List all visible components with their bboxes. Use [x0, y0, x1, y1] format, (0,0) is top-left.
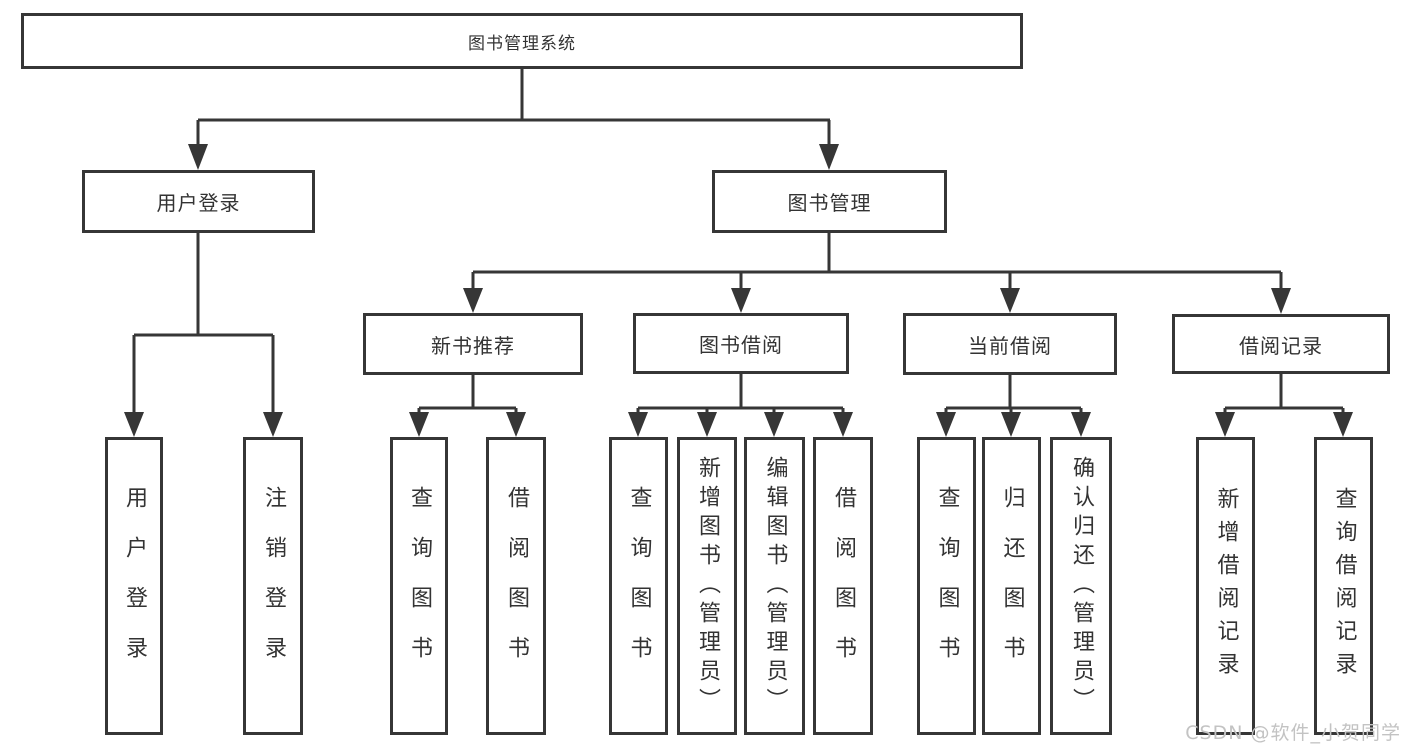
leaf-recommend-query-book-label: 查询图书	[407, 486, 432, 686]
leaf-add-book-admin-label: 新增图书（管理员）	[695, 455, 720, 717]
node-new-book-recommend-label: 新书推荐	[431, 333, 515, 358]
leaf-add-borrow-record: 新增借阅记录	[1196, 437, 1255, 735]
node-current-borrow-label: 当前借阅	[968, 333, 1052, 358]
leaf-borrow-query-book-label: 查询图书	[626, 486, 652, 686]
leaf-add-book-admin: 新增图书（管理员）	[677, 437, 737, 735]
leaf-recommend-borrow-book-label: 借阅图书	[504, 486, 529, 686]
leaf-confirm-return-admin-label: 确认归还（管理员）	[1069, 455, 1094, 717]
leaf-logout: 注销登录	[243, 437, 303, 735]
leaf-query-borrow-record: 查询借阅记录	[1314, 437, 1373, 735]
leaf-borrow-book-label: 借阅图书	[831, 486, 856, 686]
leaf-logout-label: 注销登录	[261, 486, 286, 686]
leaf-return-book-label: 归还图书	[999, 486, 1025, 686]
leaf-user-login-label: 用户登录	[122, 486, 147, 686]
node-book-borrow-label: 图书借阅	[699, 333, 783, 357]
leaf-recommend-borrow-book: 借阅图书	[486, 437, 546, 735]
node-book-management-label: 图书管理	[787, 191, 872, 215]
leaf-return-book: 归还图书	[982, 437, 1041, 735]
leaf-edit-book-admin: 编辑图书（管理员）	[744, 437, 805, 735]
node-root-label: 图书管理系统	[468, 33, 576, 54]
csdn-watermark: CSDN @软件_小贺同学	[1185, 722, 1401, 744]
node-root-system: 图书管理系统	[21, 13, 1023, 69]
leaf-confirm-return-admin: 确认归还（管理员）	[1050, 437, 1112, 735]
node-user-login: 用户登录	[82, 170, 315, 233]
node-borrow-records-label: 借阅记录	[1239, 333, 1323, 358]
leaf-borrow-query-book: 查询图书	[609, 437, 668, 735]
node-borrow-records: 借阅记录	[1172, 314, 1390, 374]
arrowheads	[124, 144, 1353, 437]
leaf-user-login: 用户登录	[105, 437, 163, 735]
leaf-edit-book-admin-label: 编辑图书（管理员）	[762, 455, 788, 717]
node-new-book-recommend: 新书推荐	[363, 313, 583, 375]
leaf-recommend-query-book: 查询图书	[390, 437, 448, 735]
leaf-borrow-book: 借阅图书	[813, 437, 873, 735]
node-user-login-label: 用户登录	[156, 191, 241, 215]
leaf-add-borrow-record-label: 新增借阅记录	[1213, 487, 1239, 685]
node-current-borrow: 当前借阅	[903, 313, 1117, 375]
node-book-management: 图书管理	[712, 170, 947, 233]
leaf-current-query-book-label: 查询图书	[934, 486, 960, 686]
node-book-borrow: 图书借阅	[633, 313, 849, 374]
leaf-current-query-book: 查询图书	[917, 437, 976, 735]
leaf-query-borrow-record-label: 查询借阅记录	[1331, 487, 1357, 685]
